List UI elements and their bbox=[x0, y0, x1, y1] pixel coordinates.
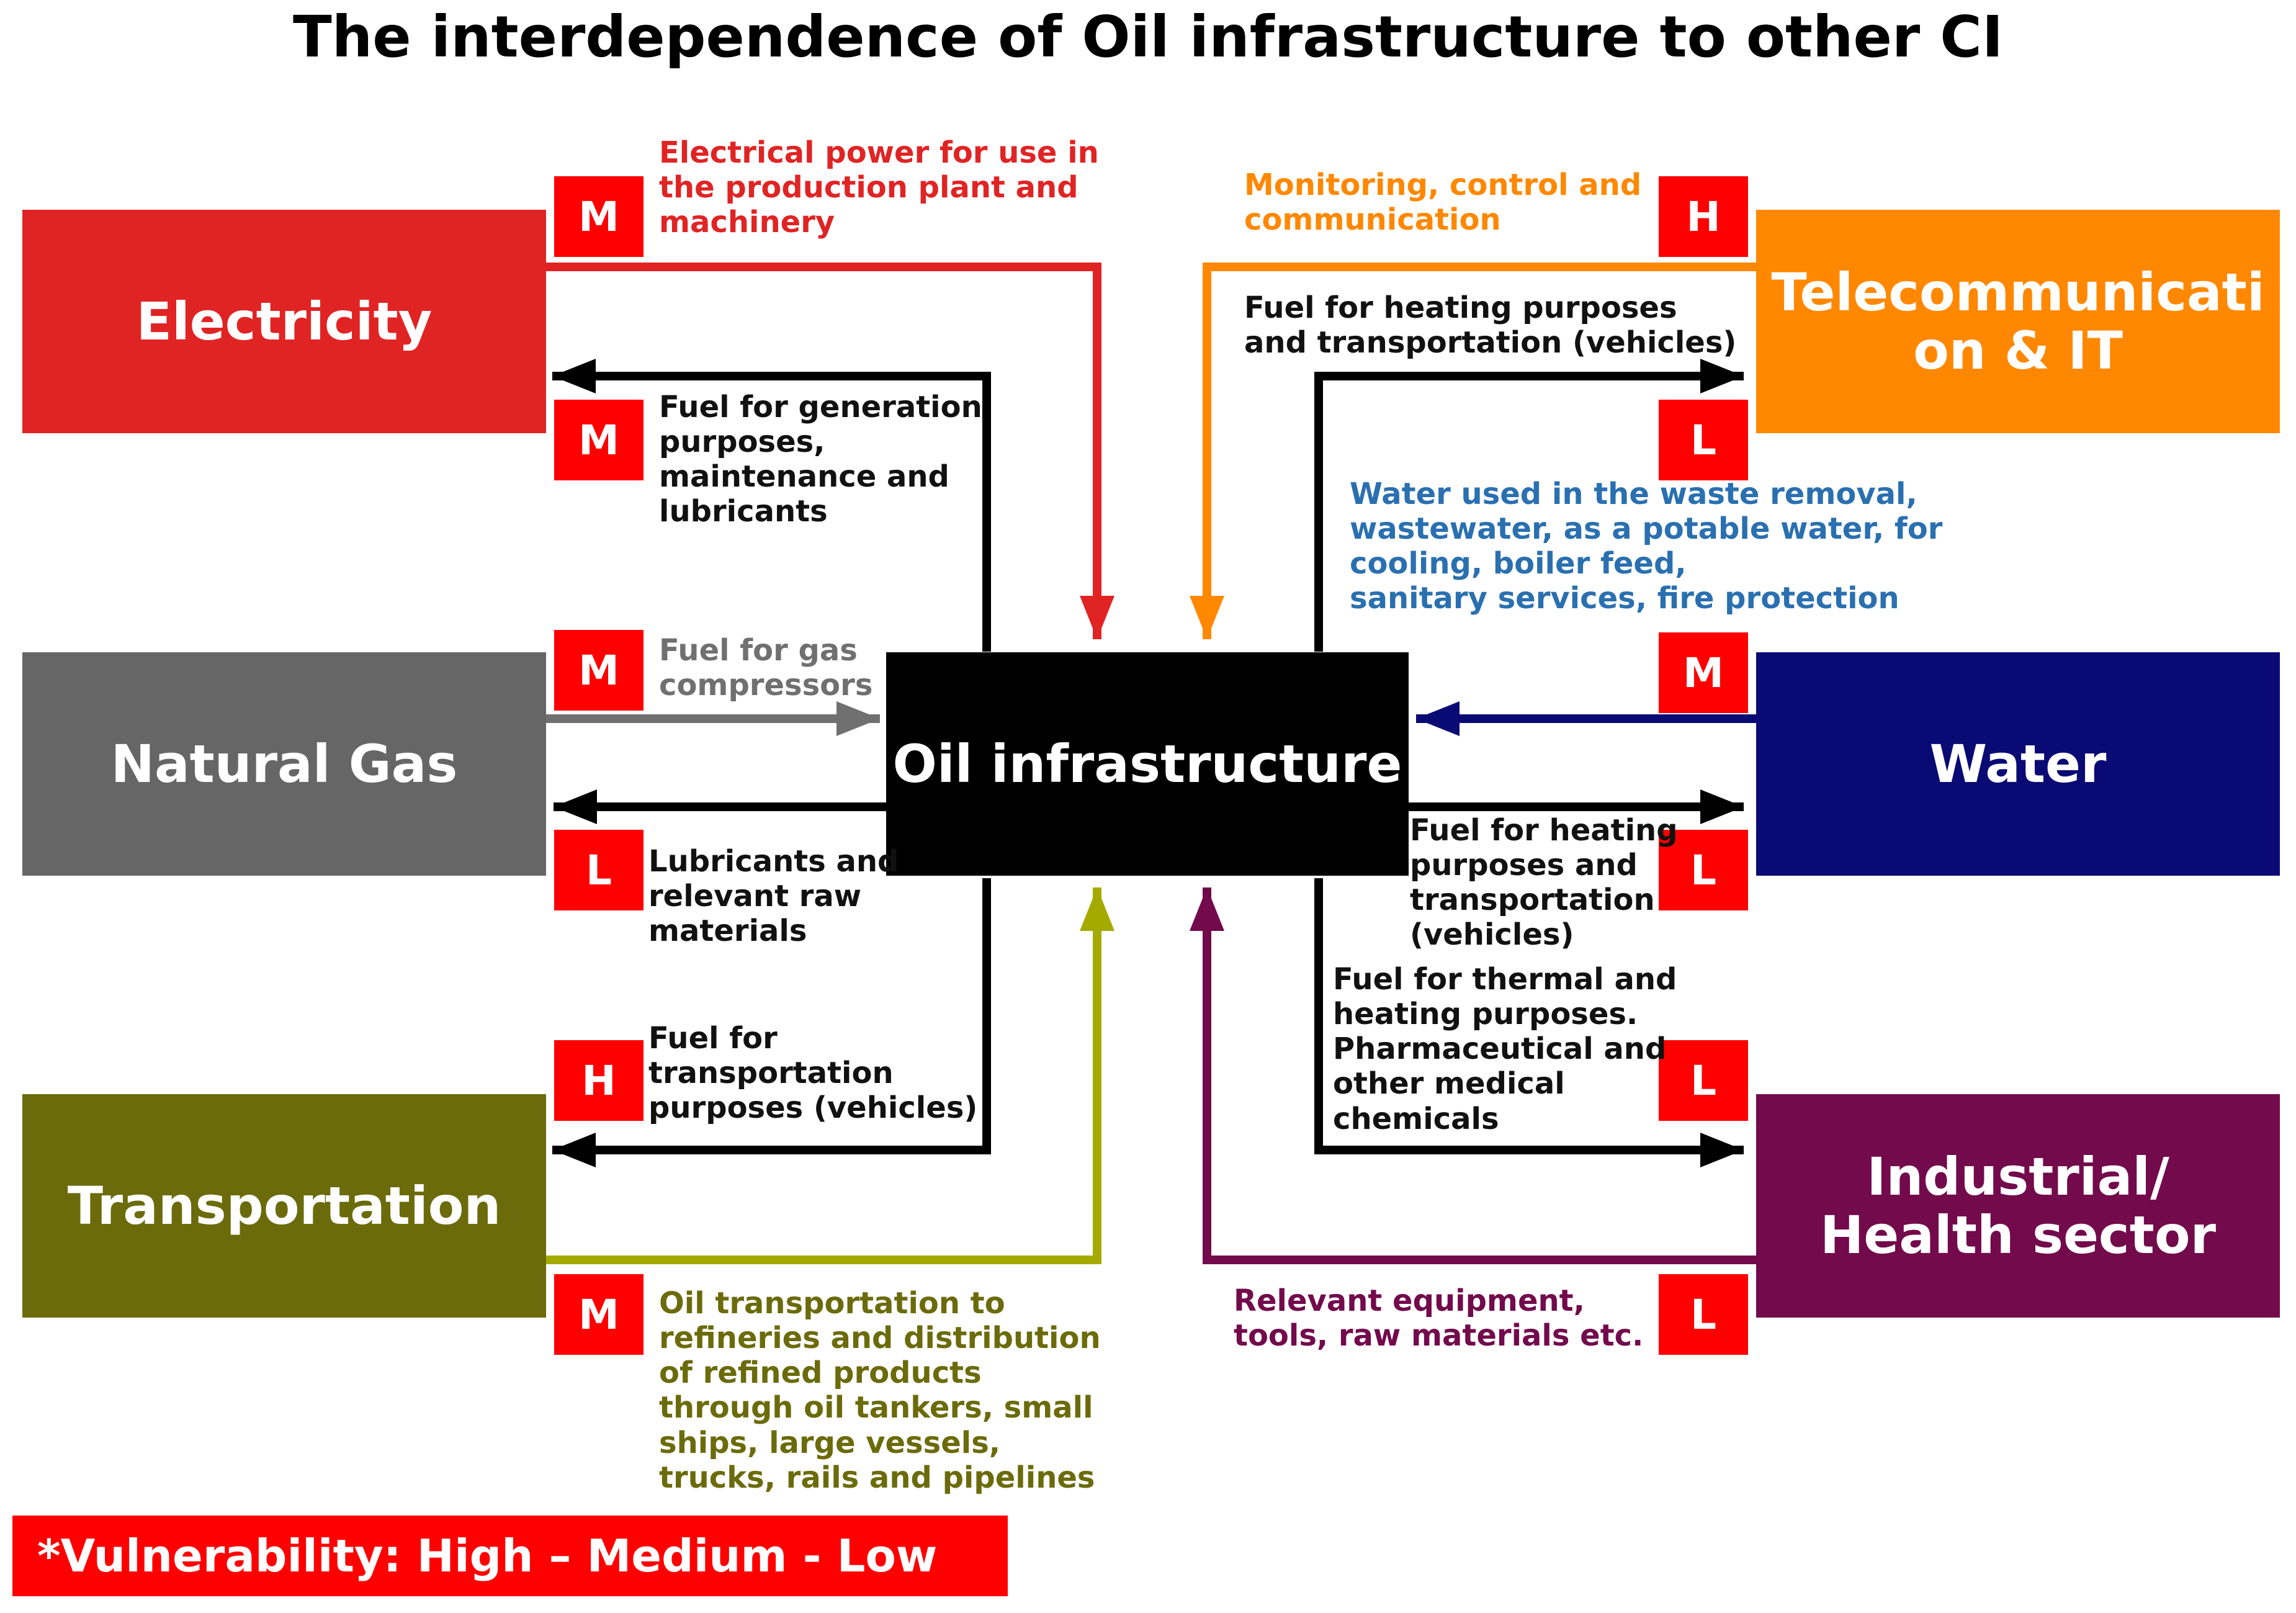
node-transportation: Transportation bbox=[22, 1094, 546, 1318]
label-water-to-oil: Water used in the waste removal, wastewa… bbox=[1350, 477, 1943, 616]
node-telecom-it: Telecommunicati on & IT bbox=[1756, 210, 2280, 433]
label-oil-to-industrial: Fuel for thermal and heating purposes. P… bbox=[1333, 962, 1677, 1136]
badge-transportation-in: M bbox=[554, 1274, 644, 1355]
badge-telecom-out: L bbox=[1659, 400, 1748, 480]
node-electricity: Electricity bbox=[22, 210, 546, 433]
node-oil-infrastructure: Oil infrastructure bbox=[886, 652, 1409, 876]
node-natural-gas-label: Natural Gas bbox=[110, 733, 458, 794]
badge-transportation-out: H bbox=[554, 1040, 644, 1121]
label-oil-to-transportation: Fuel for transportation purposes (vehicl… bbox=[648, 1021, 978, 1126]
label-oil-to-water: Fuel for heating purposes and transporta… bbox=[1410, 813, 1678, 953]
arrow-electricity-to-oil bbox=[546, 263, 1114, 639]
label-oil-to-telecom: Fuel for heating purposes and transporta… bbox=[1244, 290, 1737, 361]
badge-water-out: L bbox=[1659, 830, 1748, 910]
label-gas-to-oil: Fuel for gas compressors bbox=[659, 633, 873, 703]
vulnerability-legend: *Vulnerability: High – Medium - Low bbox=[12, 1516, 1008, 1596]
node-natural-gas: Natural Gas bbox=[22, 652, 546, 876]
arrow-oil-to-telecom bbox=[1314, 359, 1744, 652]
node-oil-infrastructure-label: Oil infrastructure bbox=[892, 733, 1402, 794]
badge-electricity-out: M bbox=[554, 400, 644, 480]
badge-gas-in: M bbox=[554, 630, 644, 711]
badge-industrial-out: L bbox=[1659, 1040, 1748, 1121]
node-telecom-it-label: Telecommunicati on & IT bbox=[1771, 261, 2265, 381]
arrow-oil-to-transportation bbox=[552, 878, 991, 1167]
node-industrial-health-label: Industrial/ Health sector bbox=[1820, 1146, 2216, 1265]
badge-telecom-in: H bbox=[1659, 176, 1748, 257]
node-electricity-label: Electricity bbox=[136, 290, 433, 352]
label-electricity-to-oil: Electrical power for use in the producti… bbox=[659, 135, 1099, 240]
label-industrial-to-oil: Relevant equipment, tools, raw materials… bbox=[1234, 1283, 1644, 1354]
diagram-title: The interdependence of Oil infrastructur… bbox=[292, 4, 2004, 70]
label-transportation-to-oil: Oil transportation to refineries and dis… bbox=[659, 1286, 1101, 1495]
node-water-label: Water bbox=[1929, 733, 2107, 794]
badge-electricity-in: M bbox=[554, 176, 644, 257]
node-industrial-health: Industrial/ Health sector bbox=[1756, 1094, 2280, 1318]
arrow-oil-to-electricity bbox=[552, 359, 991, 652]
node-transportation-label: Transportation bbox=[67, 1175, 501, 1236]
badge-industrial-in: L bbox=[1659, 1274, 1748, 1355]
badge-gas-out: L bbox=[554, 830, 644, 910]
label-telecom-to-oil: Monitoring, control and communication bbox=[1244, 168, 1642, 238]
arrow-telecom-to-oil bbox=[1190, 263, 1756, 639]
badge-water-in: M bbox=[1659, 632, 1748, 713]
label-oil-to-electricity: Fuel for generation purposes, maintenanc… bbox=[659, 390, 982, 529]
arrow-transportation-to-oil bbox=[546, 887, 1114, 1264]
arrow-industrial-to-oil bbox=[1190, 887, 1756, 1264]
node-water: Water bbox=[1756, 652, 2280, 876]
arrow-oil-to-industrial bbox=[1314, 878, 1744, 1167]
label-oil-to-gas: Lubricants and relevant raw materials bbox=[648, 844, 899, 949]
